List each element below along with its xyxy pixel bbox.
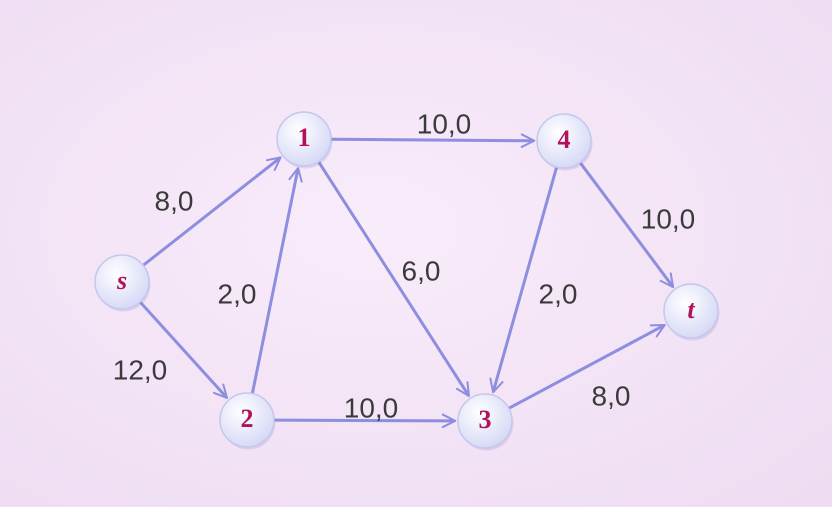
edge-label-1-to-4: 10,0 (417, 108, 472, 139)
edge-2-to-1 (251, 167, 303, 395)
node-1: 1 (276, 111, 333, 169)
node-circle (94, 254, 150, 310)
node-label: t (687, 295, 695, 324)
edge-label-4-to-3: 2,0 (539, 278, 578, 309)
edges-layer (139, 133, 675, 429)
node-label: 1 (298, 123, 311, 152)
node-circle (457, 393, 513, 449)
edge-1-to-4 (330, 133, 536, 148)
node-2: 2 (219, 392, 276, 450)
node-circle (276, 111, 332, 167)
edge-4-to-3 (489, 166, 558, 394)
node-circle (663, 283, 719, 339)
edge-s-to-1 (142, 156, 282, 267)
node-t: t (663, 283, 720, 341)
edge-label-2-to-3: 10,0 (344, 392, 399, 423)
node-3: 3 (457, 393, 514, 451)
edge-label-1-to-3: 6,0 (402, 255, 441, 286)
edge-labels-layer: 8,0 12,0 2,0 10,0 6,0 10,0 2,0 10,0 8,0 (113, 108, 696, 423)
edge-s-to-2 (139, 301, 229, 399)
node-label: 3 (479, 405, 492, 434)
edge-label-2-to-1: 2,0 (218, 278, 257, 309)
node-4: 4 (536, 113, 593, 171)
edge-label-3-to-t: 8,0 (592, 380, 631, 411)
node-label: s (116, 266, 127, 295)
edge-label-s-to-1: 8,0 (155, 185, 194, 216)
node-s: s (94, 254, 151, 312)
edge-label-s-to-2: 12,0 (113, 354, 168, 385)
node-circle (536, 113, 592, 169)
edge-label-4-to-t: 10,0 (641, 203, 696, 234)
edge-1-to-3 (317, 161, 470, 397)
node-label: 2 (241, 404, 254, 433)
node-circle (219, 392, 275, 448)
node-label: 4 (558, 125, 571, 154)
nodes-layer: s 1 2 3 4 t (94, 111, 720, 451)
edge-3-to-t (508, 324, 666, 410)
edge-4-to-t (579, 161, 675, 289)
edge-2-to-3 (273, 413, 457, 429)
